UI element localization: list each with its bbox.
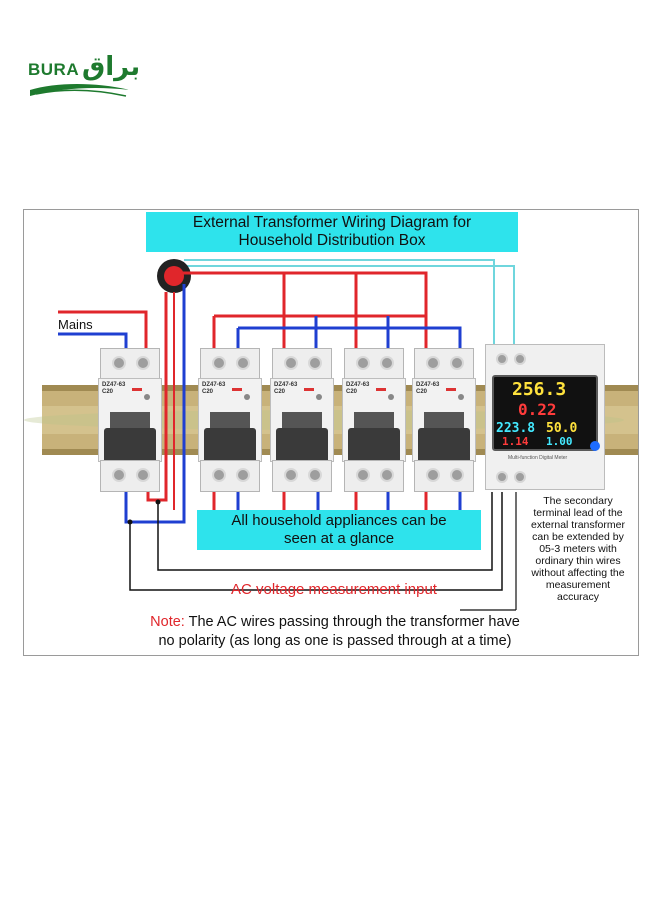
meter-pf-reading: 1.00: [546, 435, 573, 448]
logo-arabic-text: براق: [82, 52, 141, 82]
diagram-title: External Transformer Wiring Diagram for …: [146, 212, 518, 252]
digital-meter: 256.3 0.22 223.8 50.0 1.14 1.00 Multi-fu…: [485, 344, 605, 490]
logo-latin-text: BURA: [28, 60, 80, 79]
meter-caption: Multi-function Digital Meter: [508, 455, 568, 461]
meter-display: 256.3 0.22 223.8 50.0 1.14 1.00: [492, 375, 598, 451]
appliances-callout: All household appliances can be seen at …: [197, 510, 481, 550]
secondary-lead-note: The secondary terminal lead of the exter…: [531, 495, 625, 603]
meter-voltage-reading: 223.8: [496, 421, 536, 436]
meter-button-icon: [590, 441, 600, 451]
logo-swoosh-icon: [30, 84, 130, 97]
meter-power-reading: 256.3: [512, 379, 567, 400]
polarity-note: Note: The AC wires passing through the t…: [150, 614, 520, 649]
meter-energy-reading: 0.22: [518, 400, 557, 419]
ac-voltage-label: AC voltage measurement input: [231, 581, 437, 598]
mains-label: Mains: [58, 317, 93, 332]
meter-frequency-reading: 50.0: [546, 421, 578, 436]
brand-logo: BURA براق: [26, 52, 140, 100]
wiring-diagram: External Transformer Wiring Diagram for …: [23, 209, 639, 656]
meter-current-reading: 1.14: [502, 435, 529, 448]
